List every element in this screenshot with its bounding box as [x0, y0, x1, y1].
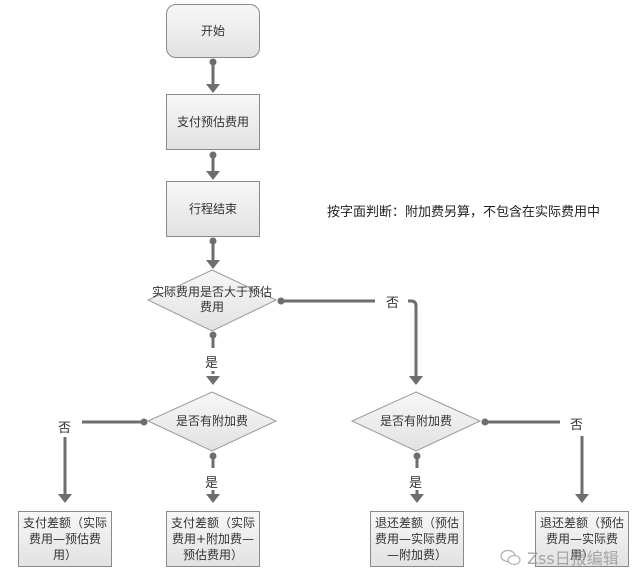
arrowhead-decision-main [206, 260, 220, 269]
decision-diamond-main [146, 269, 278, 332]
arrowhead-decision-right [409, 376, 423, 385]
arrowhead-pay-diff-with [206, 494, 220, 503]
pay-diff-with-surcharge-label: 支付差额（实际费用+附加费—预估费用） [171, 516, 256, 562]
connector-dot-right-no [481, 418, 489, 426]
start-node: 开始 [166, 4, 260, 58]
watermark-text: Zss日报编辑 [527, 549, 619, 568]
edge-label-no-main: 否 [386, 296, 400, 311]
connector-dot-pay [209, 151, 217, 159]
edge-label-yes-right: 是 [409, 476, 423, 491]
refund-no-surcharge-label: 退还差额（预估费用—实际费用） [540, 516, 625, 562]
connector-dot-left-no [140, 418, 148, 426]
decision-right-text: 是否有附加费 [379, 413, 452, 428]
pay-estimate-label: 支付预估费用 [176, 115, 249, 129]
decision-main-text: 实际费用是否大于预估费用 [151, 285, 272, 314]
edge-label-yes-left: 是 [205, 476, 219, 491]
arrowhead-decision-left [206, 376, 220, 385]
pay-diff-with-surcharge-node: 支付差额（实际费用+附加费—预估费用） [166, 511, 260, 567]
decision-diamond-left [146, 391, 278, 452]
start-node-label: 开始 [200, 24, 225, 38]
edge-label-yes-main: 是 [205, 356, 219, 371]
pay-diff-no-surcharge-label: 支付差额（实际费用—预估费用） [23, 516, 108, 562]
connector-dot-main-no [277, 297, 285, 305]
edge-label-no-right: 否 [570, 418, 584, 433]
connector-dot-main-yes [209, 331, 217, 339]
arrowhead-pay-diff-no [58, 494, 72, 503]
trip-end-node: 行程结束 [166, 181, 260, 237]
refund-with-surcharge-label: 退还差额（预估费用—实际费用—附加费） [375, 516, 460, 562]
connector-dot-left-yes [209, 452, 217, 460]
wechat-icon [500, 549, 527, 568]
refund-with-surcharge-node: 退还差额（预估费用—实际费用—附加费） [370, 511, 464, 567]
annotation-note: 按字面判断：附加费另算，不包含在实际费用中 [327, 205, 601, 220]
pay-estimate-node: 支付预估费用 [166, 94, 260, 150]
watermark: Zss日报编辑 [500, 545, 619, 569]
edge-main-no-b [408, 299, 418, 376]
trip-end-label: 行程结束 [188, 202, 237, 216]
arrowhead-refund-with [410, 494, 424, 503]
arrowhead-refund-no [575, 494, 589, 503]
pay-diff-no-surcharge-node: 支付差额（实际费用—预估费用） [18, 511, 112, 567]
decision-diamond-right [350, 391, 482, 452]
decision-left-text: 是否有附加费 [175, 413, 248, 428]
connector-dot-right-yes [413, 452, 421, 460]
refund-no-surcharge-node: 退还差额（预估费用—实际费用） [535, 511, 629, 567]
arrowhead-tripend [206, 171, 220, 180]
connector-dot-tripend [209, 237, 217, 245]
connector-dot-start [209, 58, 217, 66]
arrowhead-pay [206, 84, 220, 93]
edge-label-no-left: 否 [58, 421, 72, 436]
